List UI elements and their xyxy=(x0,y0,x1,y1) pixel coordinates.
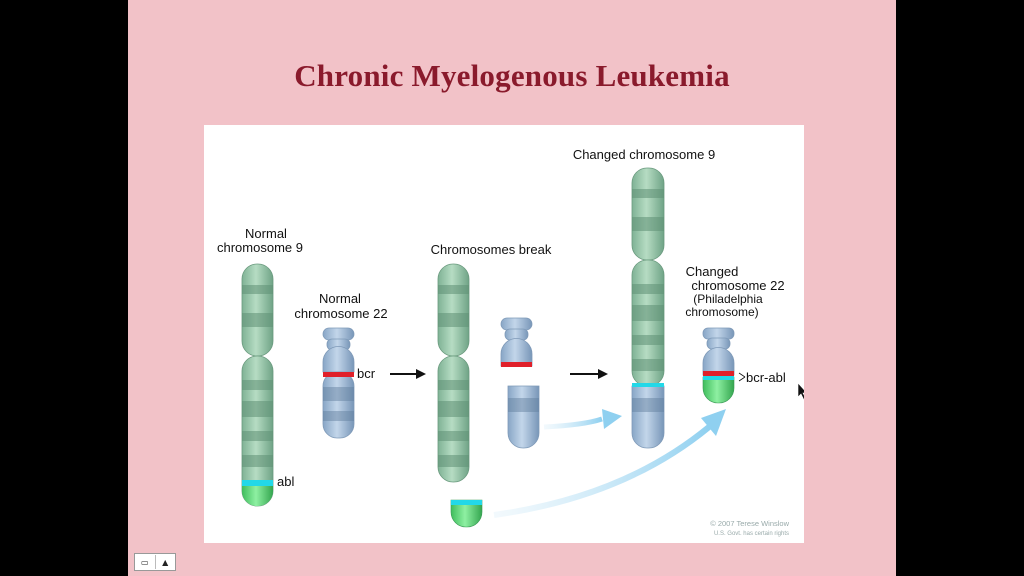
diagram-canvas: Normal chromosome 9 Normal chromosome 22… xyxy=(217,147,804,537)
translocation-arrow-9 xyxy=(493,409,726,518)
translocation-arrow-22 xyxy=(543,409,622,430)
label-changed-22-line4: chromosome) xyxy=(685,305,758,319)
label-bcr: bcr xyxy=(357,366,376,381)
broken-chromosome-9 xyxy=(437,263,483,528)
bcr-abl-leader xyxy=(738,372,746,378)
copyright-line2: U.S. Govt. has certain rights xyxy=(714,531,789,537)
mouse-cursor-icon xyxy=(797,382,804,401)
copyright-line1: © 2007 Terese Winslow xyxy=(710,519,789,528)
bcr-abl-leader-lower xyxy=(738,376,746,382)
up-arrow-icon[interactable]: ▲ xyxy=(154,555,176,569)
label-normal-9-line1: Normal xyxy=(245,226,287,241)
philadelphia-chromosome xyxy=(702,327,735,404)
step-arrow-1 xyxy=(390,369,426,379)
label-bcr-abl: bcr-abl xyxy=(746,370,786,385)
changed-chromosome-9 xyxy=(631,167,665,449)
normal-chromosome-9 xyxy=(241,263,274,507)
normal-chromosome-22 xyxy=(322,327,355,439)
label-abl: abl xyxy=(277,474,294,489)
cml-diagram: Normal chromosome 9 Normal chromosome 22… xyxy=(204,125,804,543)
broken-chromosome-22 xyxy=(500,317,540,449)
label-chromosomes-break: Chromosomes break xyxy=(431,242,552,257)
slide-title: Chronic Myelogenous Leukemia xyxy=(294,58,730,93)
label-changed-22-line1: Changed xyxy=(686,264,739,279)
label-normal-22-line2: chromosome 22 xyxy=(294,306,387,321)
slide-navigation: ▭ ▲ xyxy=(134,553,176,571)
label-normal-22-line1: Normal xyxy=(319,291,361,306)
label-changed-9: Changed chromosome 9 xyxy=(573,147,715,162)
label-changed-22-line2: chromosome 22 xyxy=(691,278,784,293)
slide: Chronic Myelogenous Leukemia xyxy=(128,0,896,576)
slide-menu-icon[interactable]: ▭ xyxy=(140,557,149,567)
label-normal-9-line2: chromosome 9 xyxy=(217,240,303,255)
step-arrow-2 xyxy=(570,369,608,379)
label-changed-22-line3: (Philadelphia xyxy=(693,292,763,306)
